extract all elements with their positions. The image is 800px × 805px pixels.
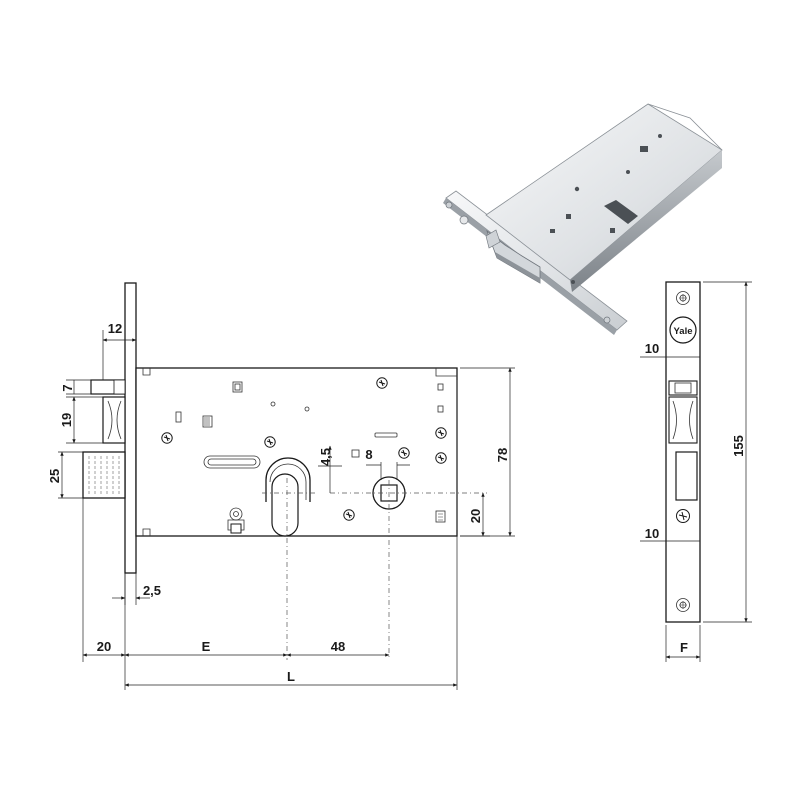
dim-12-label: 12 [108, 321, 122, 336]
lock-side-view [58, 282, 458, 574]
screw-icon [161, 432, 173, 444]
dim-48-label: 48 [331, 639, 345, 654]
dim-8-label: 8 [365, 447, 372, 462]
dimension-labels-faceplate: 10 10 155 F [645, 341, 746, 655]
yale-logo-icon [669, 316, 697, 344]
dim-7-label: 7 [60, 384, 75, 391]
faceplate-front-view: Yale [665, 281, 701, 623]
dim-e-label: E [202, 639, 211, 654]
screw-icon [343, 509, 355, 521]
dim-10-top-label: 10 [645, 341, 659, 356]
dim-2-5-label: 2,5 [143, 583, 161, 598]
dim-f-label: F [680, 640, 688, 655]
screw-icon [264, 436, 276, 448]
dim-20-bottom-label: 20 [97, 639, 111, 654]
dimension-labels-main: 12 7 19 25 78 20 4,5 8 2,5 20 E 48 L [47, 321, 510, 684]
dim-l-label: L [287, 669, 295, 684]
center-lines [262, 478, 487, 660]
screw-icon [435, 452, 447, 464]
dim-20-right-label: 20 [468, 509, 483, 523]
latch-bolt [102, 396, 126, 444]
dimensions-main [60, 330, 515, 690]
dim-25-label: 25 [47, 469, 62, 483]
screw-icon [376, 377, 388, 389]
dim-155-label: 155 [731, 435, 746, 457]
square-spindle-icon [351, 449, 360, 458]
dim-19-label: 19 [59, 413, 74, 427]
dim-10-bottom-label: 10 [645, 526, 659, 541]
cylinder-cutout [265, 457, 311, 502]
dead-bolt [82, 451, 126, 499]
faceplate [124, 282, 137, 574]
dimensions-faceplate [640, 281, 752, 662]
lock-product-photo-icon [443, 103, 723, 335]
dim-78-label: 78 [495, 448, 510, 462]
screw-icon [398, 447, 410, 459]
dim-4-5-label: 4,5 [318, 448, 333, 466]
yale-logo-text: Yale [673, 326, 692, 337]
screw-icon [435, 427, 447, 439]
